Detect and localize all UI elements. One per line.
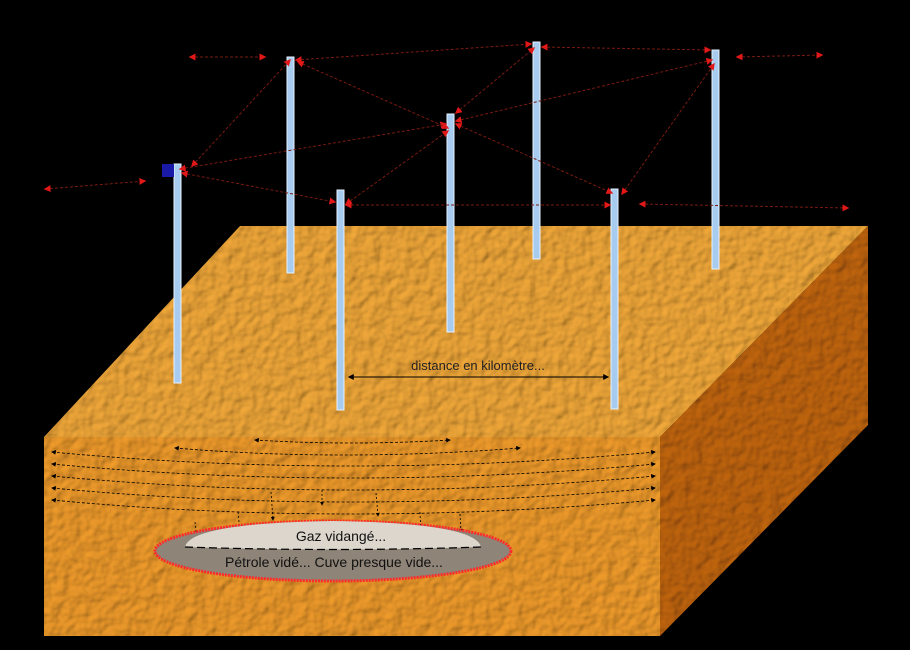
reservoir: Gaz vidangé... Pétrole vidé... Cuve pres… bbox=[153, 519, 513, 583]
distance-label: distance en kilomètre... bbox=[411, 358, 545, 373]
gas-zone bbox=[185, 521, 481, 550]
distance-annotation: distance en kilomètre... bbox=[347, 358, 610, 380]
well-7 bbox=[711, 49, 720, 270]
oil-zone-label: Pétrole vidé... Cuve presque vide... bbox=[225, 554, 443, 570]
well-1 bbox=[173, 163, 182, 384]
surface-flow-arrows bbox=[174, 437, 521, 456]
ground-top-face bbox=[44, 226, 868, 437]
strata-lines bbox=[51, 449, 656, 515]
well-5 bbox=[532, 41, 541, 260]
well-2 bbox=[286, 56, 295, 274]
communication-links bbox=[43, 40, 850, 212]
well-3 bbox=[336, 189, 345, 411]
transmitter-icon bbox=[162, 164, 174, 177]
well-6 bbox=[610, 188, 619, 410]
well-4 bbox=[446, 113, 455, 333]
ground-block bbox=[44, 226, 868, 636]
gas-zone-label: Gaz vidangé... bbox=[296, 528, 386, 544]
ground-side-face bbox=[660, 226, 868, 636]
gas-oil-contact bbox=[184, 546, 482, 551]
